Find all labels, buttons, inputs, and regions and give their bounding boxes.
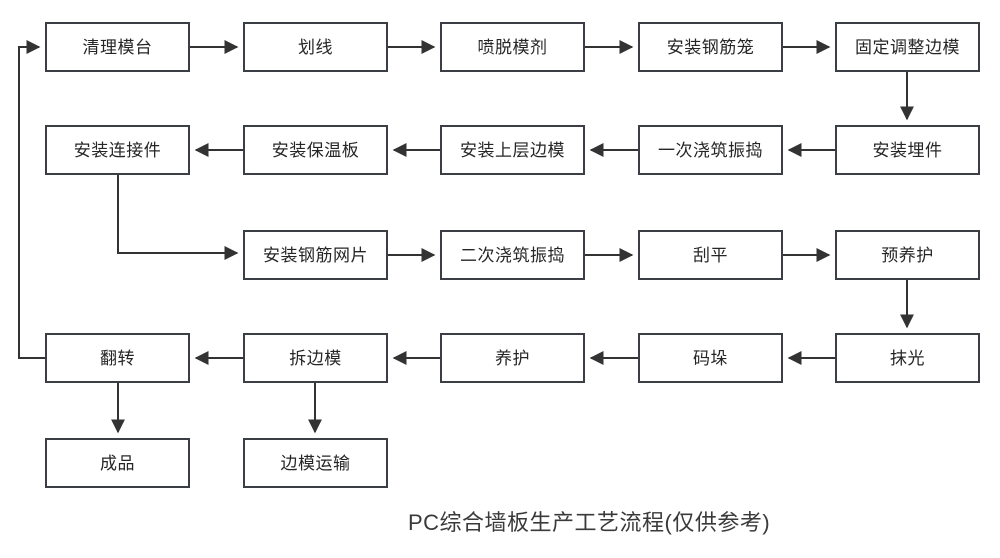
process-node-label: 刮平 [693,245,728,265]
process-node-n12[interactable]: 二次浇筑振捣 [440,230,585,280]
edge-layer [18,40,914,434]
process-node-n21[interactable]: 边模运输 [243,438,388,488]
process-node-n10[interactable]: 安装埋件 [835,125,980,175]
process-node-label: 预养护 [881,245,934,265]
process-node-n14[interactable]: 预养护 [835,230,980,280]
process-node-n7[interactable]: 安装保温板 [243,125,388,175]
process-node-label: 划线 [298,37,333,57]
process-node-n4[interactable]: 安装钢筋笼 [638,22,783,72]
process-node-n6[interactable]: 安装连接件 [45,125,190,175]
process-node-label: 安装埋件 [872,140,943,160]
process-node-label: 边模运输 [280,453,351,473]
diagram-title: PC综合墙板生产工艺流程(仅供参考) [408,510,771,535]
process-node-n11[interactable]: 安装钢筋网片 [243,230,388,280]
process-node-n9[interactable]: 一次浇筑振捣 [638,125,783,175]
process-node-label: 清理模台 [82,37,153,57]
process-node-n1[interactable]: 清理模台 [45,22,190,72]
process-node-label: 安装连接件 [73,140,162,160]
process-node-label: 安装保温板 [271,140,360,160]
process-node-label: 码垛 [693,348,728,368]
process-node-label: 喷脱模剂 [477,37,548,57]
process-node-label: 成品 [100,453,135,473]
process-node-label: 一次浇筑振捣 [658,140,763,160]
process-node-label: 安装钢筋网片 [263,245,368,265]
process-node-n16[interactable]: 拆边模 [243,333,388,383]
process-node-label: 二次浇筑振捣 [460,245,565,265]
process-node-n3[interactable]: 喷脱模剂 [440,22,585,72]
process-node-label: 安装上层边模 [460,140,565,160]
process-node-n19[interactable]: 抹光 [835,333,980,383]
process-node-n17[interactable]: 养护 [440,333,585,383]
process-node-n13[interactable]: 刮平 [638,230,783,280]
process-node-label: 养护 [495,348,530,368]
process-node-n2[interactable]: 划线 [243,22,388,72]
process-node-label: 拆边模 [289,348,342,368]
process-node-n18[interactable]: 码垛 [638,333,783,383]
process-node-n5[interactable]: 固定调整边模 [835,22,980,72]
process-node-label: 翻转 [100,348,135,368]
process-node-n20[interactable]: 成品 [45,438,190,488]
process-node-label: 抹光 [890,348,925,368]
process-node-n15[interactable]: 翻转 [45,333,190,383]
connector-e10 [117,175,239,260]
process-node-label: 安装钢筋笼 [666,37,755,57]
connector-e21 [18,40,45,359]
process-node-n8[interactable]: 安装上层边模 [440,125,585,175]
process-node-label: 固定调整边模 [855,37,960,57]
